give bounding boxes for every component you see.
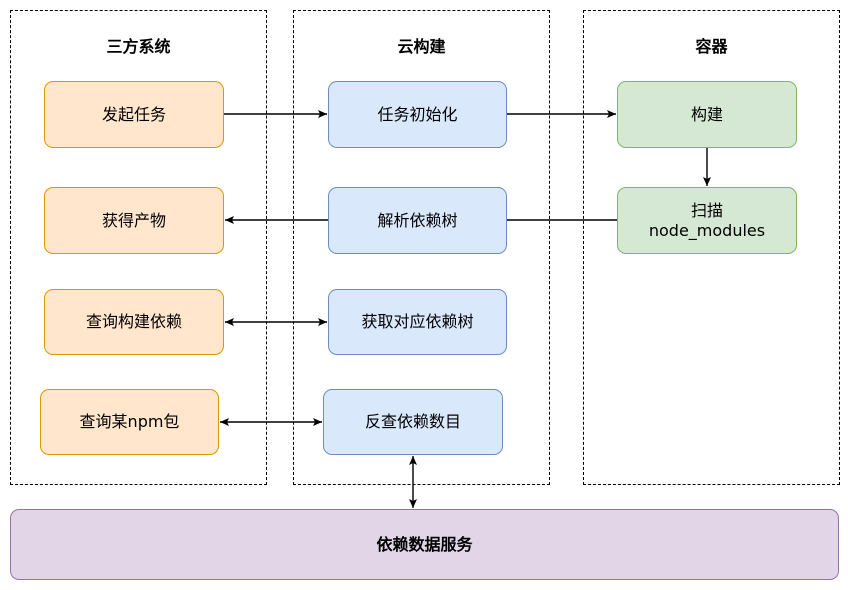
node-query-npm-package[interactable]: 查询某npm包 xyxy=(40,389,219,455)
node-label: 查询构建依赖 xyxy=(85,312,182,331)
lane-third-party: 三方系统 xyxy=(10,10,267,485)
node-label-line2: node_modules xyxy=(648,220,766,240)
lane-container: 容器 xyxy=(583,10,840,485)
node-label: 任务初始化 xyxy=(377,104,458,124)
node-label: 反查依赖数目 xyxy=(364,412,461,431)
node-label: 获得产物 xyxy=(101,210,166,230)
node-build[interactable]: 构建 xyxy=(617,81,797,148)
node-label: 解析依赖树 xyxy=(377,210,458,230)
node-label: 发起任务 xyxy=(101,104,166,124)
node-task-init[interactable]: 任务初始化 xyxy=(328,81,507,148)
node-label-line1: 扫描 xyxy=(690,200,723,220)
lane-title-container: 容器 xyxy=(695,37,728,56)
node-reverse-dep-count[interactable]: 反查依赖数目 xyxy=(323,389,503,455)
node-initiate-task[interactable]: 发起任务 xyxy=(44,81,224,148)
node-parse-dep-tree[interactable]: 解析依赖树 xyxy=(328,187,507,254)
node-label: 构建 xyxy=(690,104,723,124)
node-label: 依赖数据服务 xyxy=(376,534,473,554)
node-get-dep-tree[interactable]: 获取对应依赖树 xyxy=(328,289,507,355)
lane-title-third-party: 三方系统 xyxy=(106,37,171,56)
node-scan-node-modules[interactable]: 扫描 node_modules xyxy=(617,187,797,254)
lane-cloud-build: 云构建 xyxy=(293,10,550,485)
node-label: 获取对应依赖树 xyxy=(361,312,474,331)
node-query-build-deps[interactable]: 查询构建依赖 xyxy=(44,289,224,355)
node-label: 查询某npm包 xyxy=(79,412,180,431)
node-dep-data-service[interactable]: 依赖数据服务 xyxy=(10,509,839,580)
node-get-artifacts[interactable]: 获得产物 xyxy=(44,187,224,254)
lane-title-cloud-build: 云构建 xyxy=(397,37,446,56)
